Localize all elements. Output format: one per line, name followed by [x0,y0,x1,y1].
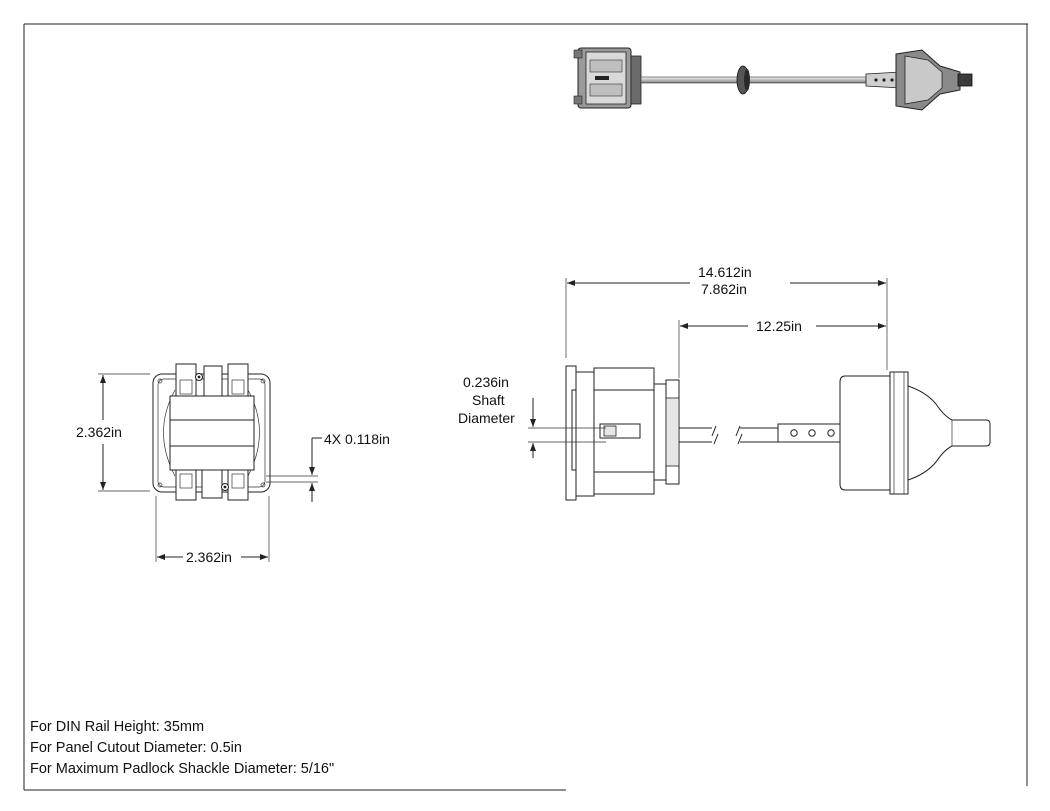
front-height-dimension [98,373,150,492]
hole-callout-label: 4X 0.118in [324,431,390,447]
shaft-length-dimension [678,320,886,378]
overall-length-dimension [565,278,888,370]
overall-length-min-label: 7.862in [701,281,747,297]
front-view [152,363,271,501]
shaft-diameter-line1: Shaft [472,392,505,408]
front-width-dimension [155,496,270,562]
note-panel-cutout: For Panel Cutout Diameter: 0.5in [30,740,242,756]
shaft-diameter-line2: Diameter [458,410,515,426]
shaft-diameter-dimension [528,398,606,458]
side-view [565,365,991,501]
isometric-preview [573,47,973,111]
shaft-diameter-value: 0.236in [463,374,509,390]
overall-length-max-label: 14.612in [698,264,752,280]
front-width-label: 2.362in [186,549,232,565]
front-height-label: 2.362in [76,424,122,440]
shaft-length-label: 12.25in [756,318,802,334]
note-din-rail: For DIN Rail Height: 35mm [30,719,205,735]
hole-callout-dimension [266,437,322,502]
note-padlock-shackle: For Maximum Padlock Shackle Diameter: 5/… [30,761,335,777]
sheet-border [23,23,1028,791]
